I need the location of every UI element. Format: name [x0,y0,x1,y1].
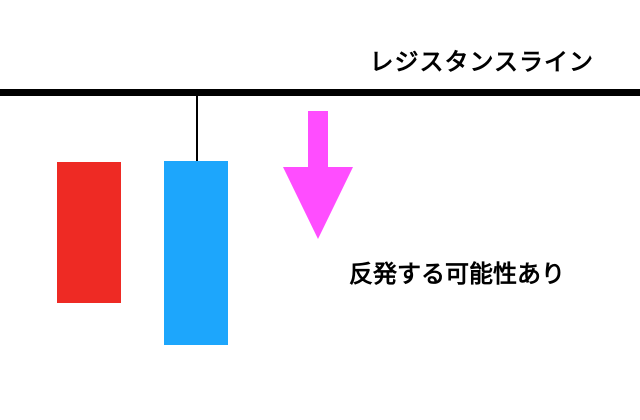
blue-candle-wick [196,95,198,162]
down-arrow-icon [283,111,353,239]
rebound-possible-label: 反発する可能性あり [349,260,565,288]
red-candle [57,162,121,303]
down-arrow-shape [283,111,353,239]
resistance-line-label: レジスタンスライン [369,48,594,76]
blue-candle [164,161,228,345]
resistance-line [0,89,640,96]
